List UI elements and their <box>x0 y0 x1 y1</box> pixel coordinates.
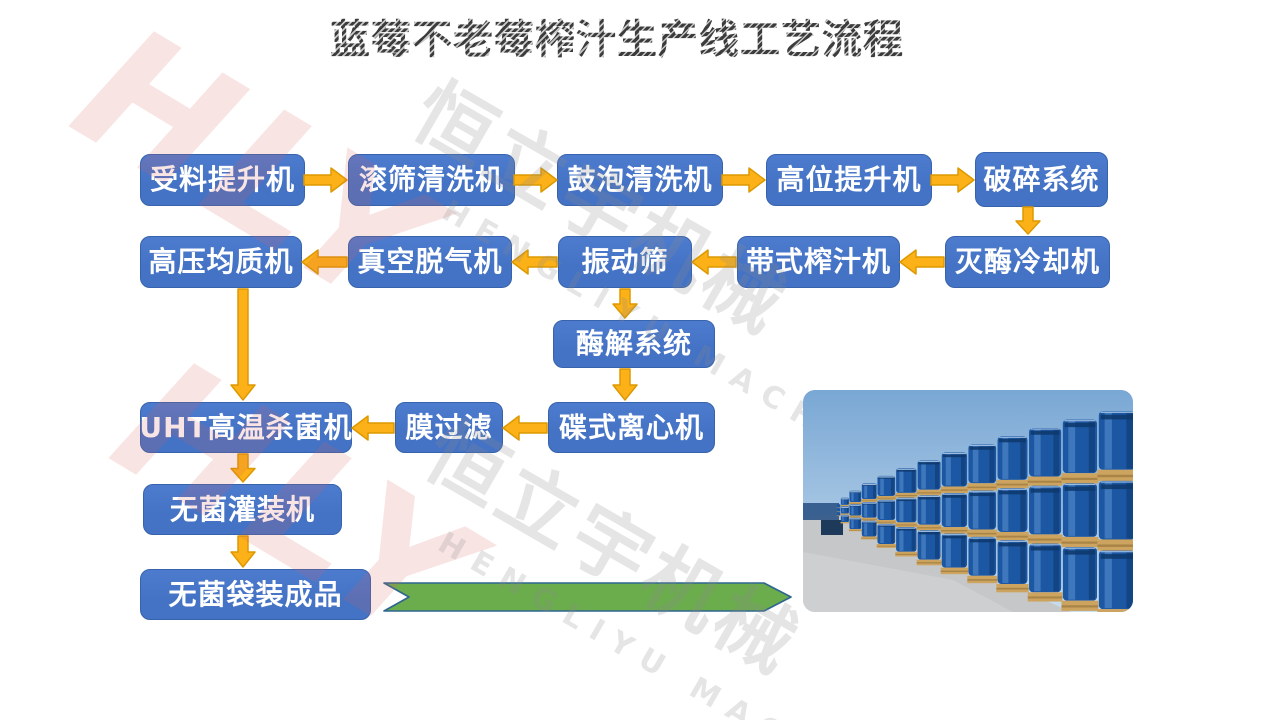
node-receiving-elevator: 受料提升机 <box>140 154 305 206</box>
flow-arrow-right <box>303 167 349 193</box>
node-aseptic-filling-machine: 无菌灌装机 <box>143 484 342 535</box>
node-membrane-filter: 膜过滤 <box>395 402 503 453</box>
flow-arrow-left <box>501 415 548 441</box>
node-aseptic-bag-product: 无菌袋装成品 <box>140 569 371 620</box>
flow-arrow-right <box>930 167 976 193</box>
watermark-company-cn: 恒立宇机械 <box>410 406 815 693</box>
flow-arrow-down <box>230 288 256 402</box>
flow-arrow-down <box>230 535 256 569</box>
node-vibrating-screen: 振动筛 <box>558 236 692 288</box>
page-title: 蓝莓不老莓榨汁生产线工艺流程 <box>330 17 904 63</box>
flow-arrow-left <box>690 249 737 275</box>
flow-arrow-left <box>898 249 945 275</box>
output-arrow <box>383 582 792 612</box>
watermark-company-cn: 恒立宇机械 <box>398 66 803 353</box>
product-barrels-photo <box>803 390 1133 612</box>
flow-arrow-left <box>510 249 558 275</box>
node-vacuum-degasser: 真空脱气机 <box>348 236 512 288</box>
node-crushing-system: 破碎系统 <box>975 152 1108 207</box>
flow-arrow-down <box>230 453 256 484</box>
flow-arrow-left <box>300 249 348 275</box>
node-high-position-elevator: 高位提升机 <box>766 154 932 206</box>
node-enzymolysis-system: 酶解系统 <box>553 320 715 368</box>
node-high-pressure-homogenizer: 高压均质机 <box>140 236 302 288</box>
node-uht-sterilizer: UHT高温杀菌机 <box>139 402 352 453</box>
node-enzyme-killing-cooler: 灭酶冷却机 <box>945 236 1110 288</box>
flow-arrow-left <box>350 415 395 441</box>
flow-arrow-down <box>612 368 638 402</box>
flow-arrow-right <box>513 167 559 193</box>
barrels-illustration <box>803 390 1133 612</box>
node-belt-juice-press: 带式榨汁机 <box>737 236 900 288</box>
flow-arrow-down <box>612 288 638 320</box>
node-bubble-washer: 鼓泡清洗机 <box>557 154 723 206</box>
node-roller-screen-washer: 滚筛清洗机 <box>348 154 515 206</box>
flow-arrow-right <box>721 167 767 193</box>
flow-arrow-down <box>1015 206 1041 236</box>
node-disc-centrifuge: 碟式离心机 <box>548 402 715 453</box>
